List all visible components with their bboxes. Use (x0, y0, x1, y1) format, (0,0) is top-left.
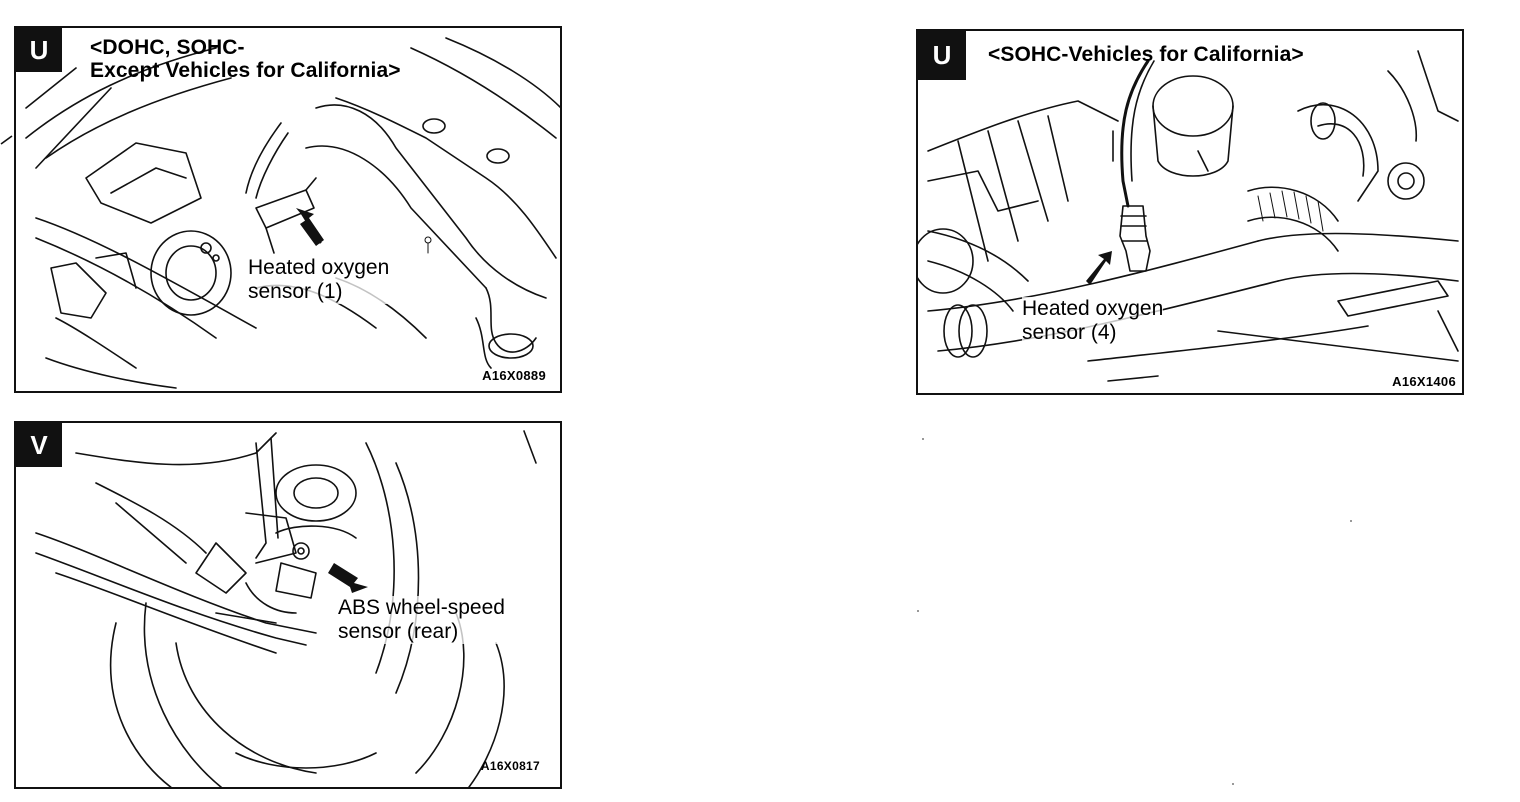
rear-wheel-illustration (35, 430, 537, 787)
panel-heading: <DOHC, SOHC- Except Vehicles for Califor… (90, 36, 401, 82)
figure-code: A16X0817 (480, 759, 540, 773)
panel-heading: <SOHC-Vehicles for California> (988, 43, 1304, 66)
margin-mark (0, 135, 13, 145)
section-badge: U (16, 28, 62, 72)
front-pipe-illustration (918, 50, 1459, 382)
heading-line-1: <DOHC, SOHC- (90, 36, 245, 59)
section-badge: U (918, 31, 966, 80)
scan-speck (1232, 783, 1234, 785)
heading-line-1: <SOHC-Vehicles for California> (988, 43, 1304, 66)
sensor-callout: Heated oxygen sensor (4) (1022, 297, 1164, 345)
heading-line-2: Except Vehicles for California> (90, 59, 401, 82)
figure-code: A16X1406 (1392, 374, 1456, 389)
scan-speck (1350, 520, 1352, 522)
sensor-callout: ABS wheel-speed sensor (rear) (338, 596, 505, 644)
panel-u-dohc-sohc: U <DOHC, SOHC- Except Vehicles for Calif… (14, 26, 562, 393)
pointer-arrow-icon (328, 563, 368, 593)
scan-speck (922, 438, 924, 440)
panel-v-abs: V ABS wheel-speed sensor (rear) A16X0817 (14, 421, 562, 789)
callout-line-2: sensor (rear) (338, 620, 459, 643)
callout-line-1: ABS wheel-speed (338, 596, 505, 619)
sensor-callout: Heated oxygen sensor (1) (248, 256, 390, 304)
section-badge: V (16, 423, 62, 467)
exhaust-manifold-illustration (25, 37, 560, 389)
callout-line-1: Heated oxygen (248, 256, 390, 279)
pointer-arrow-icon (1086, 251, 1112, 285)
callout-line-2: sensor (1) (248, 280, 343, 303)
scan-speck (917, 610, 919, 612)
figure-code: A16X0889 (482, 368, 546, 383)
callout-line-2: sensor (4) (1022, 321, 1117, 344)
callout-line-1: Heated oxygen (1022, 297, 1164, 320)
panel-u-sohc-california: U <SOHC-Vehicles for California> Heated … (916, 29, 1464, 395)
